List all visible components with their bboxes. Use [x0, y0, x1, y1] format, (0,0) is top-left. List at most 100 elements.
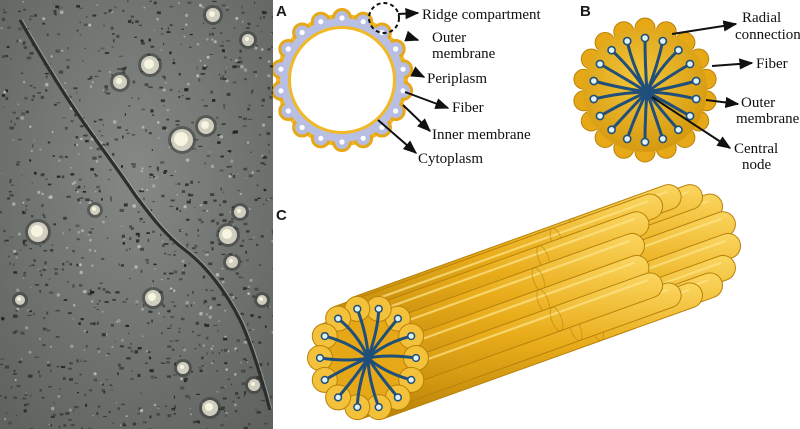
- speckle: [131, 134, 136, 136]
- speckle-light: [169, 287, 173, 291]
- speckle-light: [166, 108, 170, 112]
- speckle: [187, 193, 191, 196]
- speckle: [206, 352, 208, 355]
- speckle: [256, 243, 259, 247]
- speckle: [153, 2, 157, 5]
- speckle: [176, 207, 179, 211]
- speckle: [129, 278, 132, 280]
- speckle: [218, 408, 221, 410]
- speckle: [127, 346, 132, 349]
- bright-spot-core: [116, 78, 122, 84]
- label-outer-membrane-b-1: Outer: [741, 95, 775, 111]
- speckle-light: [208, 315, 212, 319]
- speckle-light: [154, 267, 156, 270]
- speckle: [18, 10, 21, 13]
- speckle: [8, 255, 10, 258]
- bright-spot-core: [222, 229, 232, 239]
- speckle: [20, 331, 25, 335]
- speckle: [10, 386, 13, 389]
- speckle: [150, 109, 154, 113]
- speckle: [239, 244, 244, 247]
- speckle: [175, 124, 180, 126]
- end-fiber-node: [393, 393, 403, 402]
- speckle: [160, 161, 165, 164]
- speckle: [145, 362, 148, 364]
- speckle-light: [79, 202, 82, 204]
- speckle: [196, 393, 200, 395]
- speckle: [192, 331, 194, 333]
- speckle: [68, 367, 72, 370]
- speckle: [232, 81, 237, 84]
- speckle: [40, 173, 45, 177]
- speckle-light: [30, 286, 32, 288]
- speckle-light: [267, 74, 271, 78]
- speckle: [32, 95, 35, 98]
- speckle: [139, 247, 144, 251]
- speckle: [89, 289, 92, 291]
- speckle: [186, 243, 189, 247]
- speckle: [8, 190, 12, 193]
- speckle: [101, 389, 105, 392]
- speckle: [191, 304, 193, 307]
- speckle: [166, 361, 170, 364]
- speckle: [9, 236, 14, 238]
- speckle: [244, 391, 247, 394]
- speckle: [3, 229, 6, 232]
- speckle: [153, 263, 157, 266]
- speckle-light: [183, 205, 187, 209]
- speckle: [78, 178, 82, 181]
- speckle: [189, 396, 191, 400]
- speckle: [131, 370, 133, 372]
- speckle: [222, 78, 227, 81]
- speckle: [46, 33, 49, 36]
- speckle-light: [198, 3, 203, 7]
- bright-spot-core: [92, 207, 96, 211]
- speckle-light: [21, 358, 23, 360]
- speckle: [131, 163, 136, 166]
- speckle: [243, 358, 247, 361]
- speckle-light: [94, 250, 97, 252]
- speckle: [246, 27, 250, 29]
- speckle: [111, 46, 114, 48]
- speckle: [178, 327, 181, 330]
- speckle-light: [225, 79, 229, 83]
- speckle-light: [166, 129, 168, 131]
- fiber-node: [379, 124, 385, 131]
- speckle: [217, 330, 219, 332]
- speckle: [140, 269, 143, 273]
- speckle: [173, 405, 177, 409]
- speckle: [93, 307, 97, 308]
- speckle: [167, 414, 172, 418]
- speckle: [77, 185, 81, 189]
- speckle: [29, 248, 33, 250]
- speckle: [156, 58, 161, 61]
- speckle: [170, 324, 172, 327]
- speckle-light: [57, 395, 61, 398]
- speckle: [192, 247, 196, 250]
- speckle: [103, 12, 107, 15]
- speckle: [56, 366, 60, 368]
- speckle: [21, 112, 26, 116]
- fiber-node: [360, 135, 366, 141]
- speckle: [125, 324, 129, 327]
- speckle: [59, 413, 64, 416]
- speckle: [194, 244, 198, 248]
- speckle: [20, 249, 22, 251]
- speckle: [0, 210, 2, 214]
- speckle: [127, 0, 129, 2]
- speckle: [203, 66, 208, 68]
- speckle: [220, 187, 222, 191]
- speckle: [263, 203, 265, 206]
- speckle: [203, 302, 205, 305]
- fiber-node: [339, 139, 345, 145]
- speckle: [263, 188, 267, 192]
- speckle: [10, 120, 12, 123]
- speckle: [222, 41, 224, 43]
- fiber-node: [595, 111, 605, 121]
- speckle-light: [231, 223, 235, 227]
- speckle: [201, 365, 204, 367]
- speckle: [155, 376, 157, 379]
- speckle: [13, 271, 18, 274]
- speckle: [44, 178, 48, 180]
- diagram-panels: A B C Ridge compartment Outer membrane P…: [273, 2, 800, 421]
